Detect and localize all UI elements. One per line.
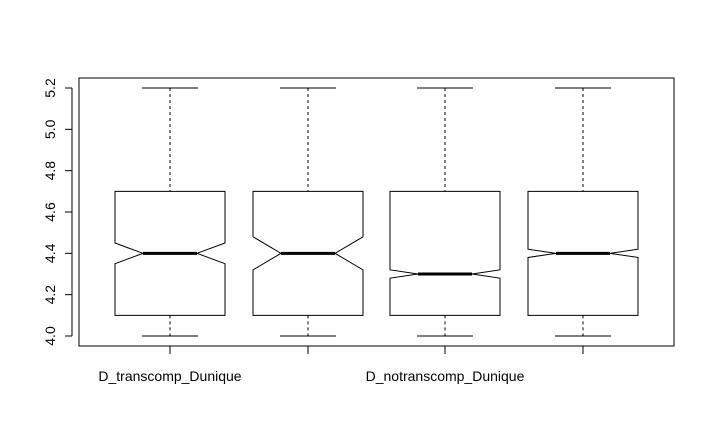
boxes-layer [114, 87, 639, 337]
box-4 [527, 87, 639, 337]
y-tick-label: 4.2 [42, 285, 58, 305]
y-tick-label: 4.8 [42, 161, 58, 181]
y-tick-label: 5.2 [42, 78, 58, 98]
x-tick-label: D_transcomp_Dunique [98, 368, 241, 384]
box-1 [114, 87, 226, 337]
y-tick-label: 4.4 [42, 243, 58, 263]
notched-box [389, 190, 501, 316]
box-3 [389, 87, 501, 337]
y-axis: 4.0 4.2 4.4 4.6 4.8 5.0 5.2 [42, 78, 73, 346]
y-tick-label: 4.6 [42, 202, 58, 222]
box-2 [252, 87, 364, 337]
x-tick-label: D_notranscomp_Dunique [366, 368, 525, 384]
y-tick-label: 5.0 [42, 119, 58, 139]
x-axis: D_transcomp_Dunique D_notranscomp_Dunique [98, 345, 584, 384]
y-tick-label: 4.0 [42, 326, 58, 346]
